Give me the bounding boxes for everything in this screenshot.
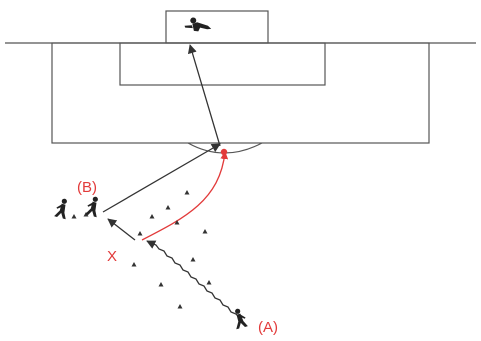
cone-icon [174, 220, 180, 225]
cone-icon [149, 214, 155, 219]
pass-to-goal [187, 44, 221, 147]
penalty-area [51, 42, 430, 144]
cone-icon [206, 280, 212, 285]
field-markings [5, 10, 476, 154]
dribble-path-a [146, 240, 241, 319]
cone-icon [184, 190, 190, 195]
ball-icon [220, 148, 228, 156]
goal-frame [165, 10, 269, 44]
player-icon [235, 308, 248, 330]
player-icon [54, 198, 67, 220]
cones [71, 190, 212, 309]
label-player-a: (A) [258, 319, 278, 336]
pass-arrows [102, 44, 241, 319]
player-icon [85, 196, 98, 218]
pass-to-b [107, 218, 136, 241]
label-player-b: (B) [77, 179, 97, 196]
cone-icon [190, 257, 196, 262]
cone-icon [71, 214, 77, 219]
label-cone-x: X [107, 248, 117, 265]
goalkeeper-icon [184, 17, 212, 32]
cone-icon [202, 229, 208, 234]
cone-icon [177, 304, 183, 309]
cone-icon [137, 231, 143, 236]
run-path [141, 151, 229, 241]
cone-icon [131, 262, 137, 267]
pass-from-b [102, 143, 221, 213]
cone-icon [158, 282, 164, 287]
goal-area [119, 42, 326, 86]
cone-icon [165, 205, 171, 210]
